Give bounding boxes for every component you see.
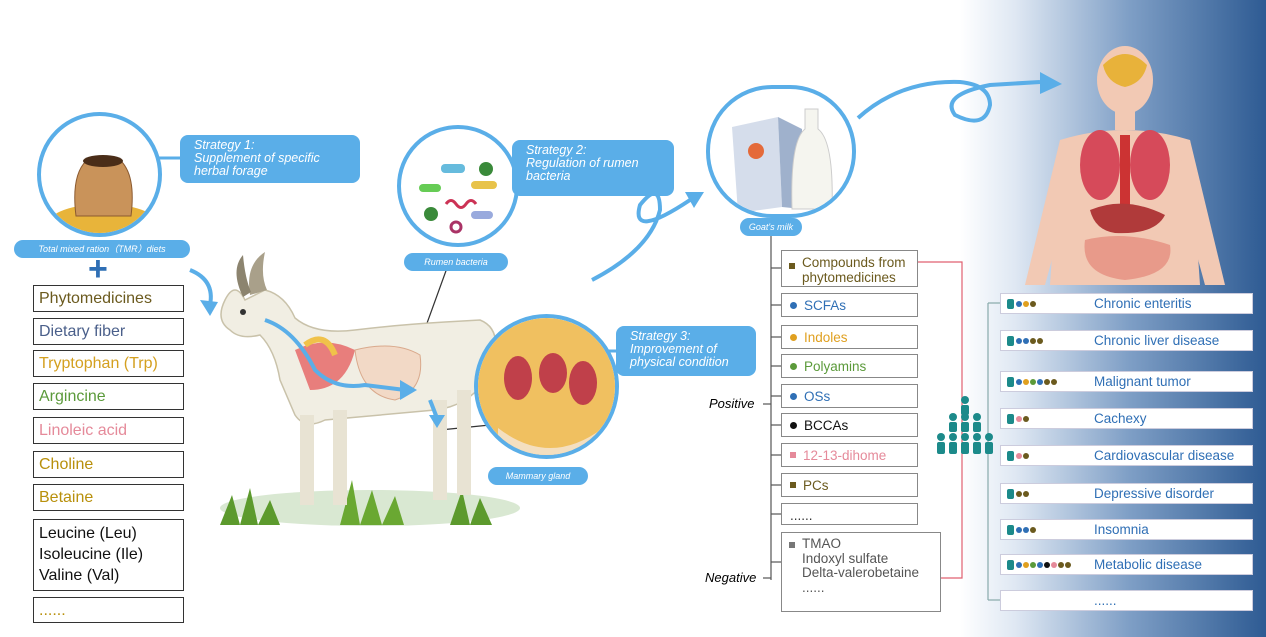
mid-marker xyxy=(789,263,795,269)
left-item-2: Tryptophan (Trp) xyxy=(33,350,184,377)
mid-marker xyxy=(790,482,796,488)
goat-illustration xyxy=(220,252,497,505)
mid-item-label: TMAO Indoxyl sulfate Delta-valerobetaine… xyxy=(802,536,920,595)
tmr-tag: Total mixed ration（TMR）diets xyxy=(14,240,190,258)
mid-item-1: SCFAs xyxy=(781,293,918,317)
disease-label: ...... xyxy=(1094,593,1117,608)
mid-marker xyxy=(790,302,797,309)
mid-marker xyxy=(790,422,797,429)
mid-item-label: OSs xyxy=(804,389,831,404)
negative-label: Negative xyxy=(705,570,757,585)
disease-item-8: ...... xyxy=(1000,590,1253,611)
mammary-gland-circle xyxy=(474,314,619,459)
people-group-icon xyxy=(937,396,993,454)
mid-item-5: BCCAs xyxy=(781,413,918,437)
mid-item-label: Indoles xyxy=(804,330,848,345)
strategy-1-bubble: Strategy 1: Supplement of specific herba… xyxy=(180,135,360,183)
goats-milk-circle xyxy=(706,85,856,218)
left-item-label: ...... xyxy=(39,602,66,619)
mid-marker xyxy=(790,452,796,458)
strategy-2-bubble: Strategy 2: Regulation of rumen bacteria xyxy=(512,140,674,196)
left-item-1: Dietary fiber xyxy=(33,318,184,345)
left-item-label: Choline xyxy=(39,456,94,473)
left-item-label: Leucine (Leu) Isoleucine (Ile) Valine (V… xyxy=(39,525,144,584)
disease-dots xyxy=(1007,489,1030,499)
disease-item-2: Malignant tumor xyxy=(1000,371,1253,392)
left-item-3: Argincine xyxy=(33,383,184,410)
mammary-tag: Mammary gland xyxy=(488,467,588,485)
disease-item-0: Chronic enteritis xyxy=(1000,293,1253,314)
disease-item-5: Depressive disorder xyxy=(1000,483,1253,504)
disease-dots xyxy=(1007,299,1037,309)
left-item-5: Choline xyxy=(33,451,184,478)
left-item-0: Phytomedicines xyxy=(33,285,184,312)
disease-label: Chronic liver disease xyxy=(1094,333,1220,348)
milk-arrowhead xyxy=(685,192,704,208)
left-item-6: Betaine xyxy=(33,484,184,511)
mid-item-8: ...... xyxy=(781,503,918,525)
mid-item-label: BCCAs xyxy=(804,418,849,433)
disease-dots xyxy=(1007,451,1030,461)
mid-marker xyxy=(790,334,797,341)
mid-marker xyxy=(790,363,797,370)
left-item-7: Leucine (Leu) Isoleucine (Ile) Valine (V… xyxy=(33,519,184,591)
mid-item-label: Polyamins xyxy=(804,359,867,374)
left-item-label: Linoleic acid xyxy=(39,422,128,439)
disease-label: Cachexy xyxy=(1094,411,1147,426)
rumen-tag: Rumen bacteria xyxy=(404,253,508,271)
disease-label: Insomnia xyxy=(1094,522,1149,537)
human-body-illustration xyxy=(1025,46,1225,285)
mid-item-label: Compounds from phytomedicines xyxy=(802,255,906,285)
mid-item-2: Indoles xyxy=(781,325,918,349)
goat-to-milk-arrow xyxy=(591,191,692,282)
mid-item-label: ...... xyxy=(790,508,813,523)
milk-to-human-arrow xyxy=(856,79,1041,123)
mid-item-label: SCFAs xyxy=(804,298,847,313)
left-item-8: ...... xyxy=(33,597,184,623)
disease-dots xyxy=(1007,560,1072,570)
goats-milk-tag: Goat's milk xyxy=(740,218,802,236)
mid-item-7: PCs xyxy=(781,473,918,497)
disease-item-7: Metabolic disease xyxy=(1000,554,1253,575)
disease-label: Depressive disorder xyxy=(1094,486,1215,501)
disease-item-1: Chronic liver disease xyxy=(1000,330,1253,351)
mid-marker xyxy=(790,393,797,400)
disease-label: Metabolic disease xyxy=(1094,557,1203,572)
left-item-label: Betaine xyxy=(39,489,94,506)
left-item-label: Dietary fiber xyxy=(39,323,126,340)
mid-item-4: OSs xyxy=(781,384,918,408)
tmr-arrowhead xyxy=(200,300,218,316)
tmr-to-goat-arrow xyxy=(189,268,213,306)
tmr-circle xyxy=(37,112,162,237)
left-item-label: Phytomedicines xyxy=(39,290,152,307)
disease-dots xyxy=(1007,336,1044,346)
mid-item-0: Compounds from phytomedicines xyxy=(781,250,918,287)
human-arrowhead xyxy=(1040,72,1062,94)
mid-item-6: 12-13-dihome xyxy=(781,443,918,467)
disease-label: Chronic enteritis xyxy=(1094,296,1192,311)
left-item-4: Linoleic acid xyxy=(33,417,184,444)
disease-dots xyxy=(1007,377,1058,387)
mid-item-label: PCs xyxy=(803,478,829,493)
plus-sign: + xyxy=(88,250,108,288)
left-item-label: Tryptophan (Trp) xyxy=(39,355,158,372)
positive-label: Positive xyxy=(709,396,755,411)
mid-marker xyxy=(789,542,795,548)
disease-label: Cardiovascular disease xyxy=(1094,448,1235,463)
mid-item-9: TMAO Indoxyl sulfate Delta-valerobetaine… xyxy=(781,532,941,612)
disease-item-3: Cachexy xyxy=(1000,408,1253,429)
disease-dots xyxy=(1007,414,1030,424)
rumen-bacteria-circle xyxy=(397,125,519,247)
disease-item-6: Insomnia xyxy=(1000,519,1253,540)
disease-item-4: Cardiovascular disease xyxy=(1000,445,1253,466)
disease-dots xyxy=(1007,525,1037,535)
left-item-label: Argincine xyxy=(39,388,106,405)
disease-label: Malignant tumor xyxy=(1094,374,1191,389)
mid-item-label: 12-13-dihome xyxy=(803,448,887,463)
strategy-3-bubble: Strategy 3: Improvement of physical cond… xyxy=(616,326,756,376)
mid-item-3: Polyamins xyxy=(781,354,918,378)
